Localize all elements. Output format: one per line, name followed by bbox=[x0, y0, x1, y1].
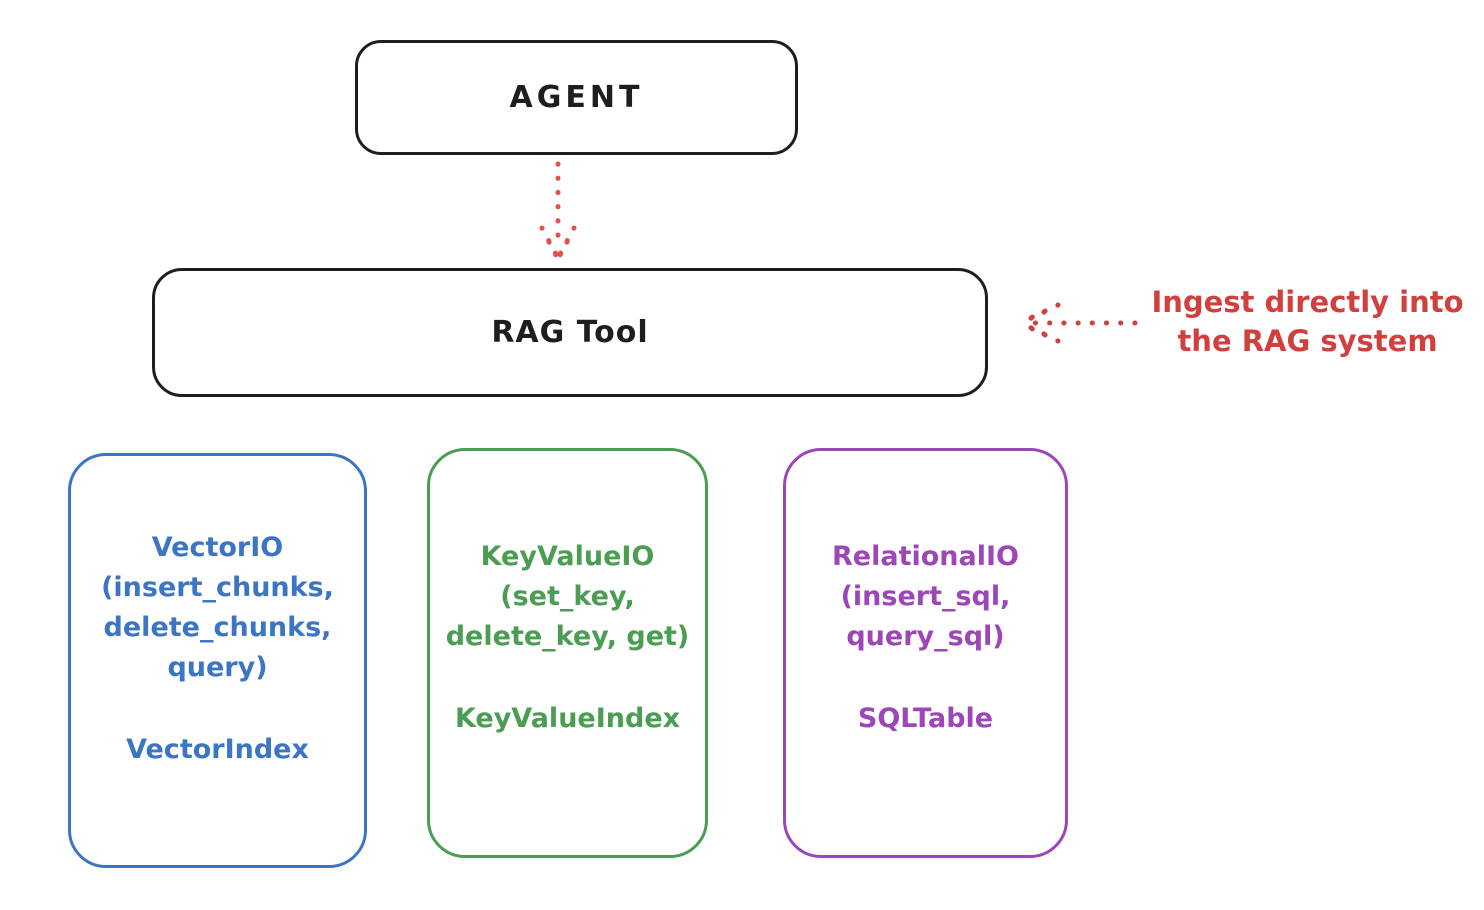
relational-io-methods: RelationalIO (insert_sql, query_sql) bbox=[832, 541, 1019, 652]
rag-tool-node: RAG Tool bbox=[152, 268, 988, 397]
agent-node: AGENT bbox=[355, 40, 798, 155]
keyvalue-io-methods: KeyValueIO (set_key, delete_key, get) bbox=[445, 541, 690, 652]
agent-to-ragtool-arrow-icon bbox=[539, 161, 577, 260]
relational-io-node: RelationalIO (insert_sql, query_sql) SQL… bbox=[783, 448, 1068, 858]
annotation-to-ragtool-arrow-icon bbox=[1019, 302, 1138, 344]
keyvalue-index-label: KeyValueIndex bbox=[454, 703, 681, 734]
keyvalue-io-node: KeyValueIO (set_key, delete_key, get) Ke… bbox=[427, 448, 708, 858]
vector-io-methods: VectorIO (insert_chunks, delete_chunks, … bbox=[101, 532, 334, 683]
agent-node-label: AGENT bbox=[509, 80, 644, 115]
vector-index-label: VectorIndex bbox=[126, 734, 309, 765]
sql-table-label: SQLTable bbox=[857, 703, 994, 734]
vector-io-node: VectorIO (insert_chunks, delete_chunks, … bbox=[68, 453, 367, 868]
ingest-annotation: Ingest directly into the RAG system bbox=[1151, 285, 1464, 358]
rag-tool-node-label: RAG Tool bbox=[491, 315, 649, 350]
